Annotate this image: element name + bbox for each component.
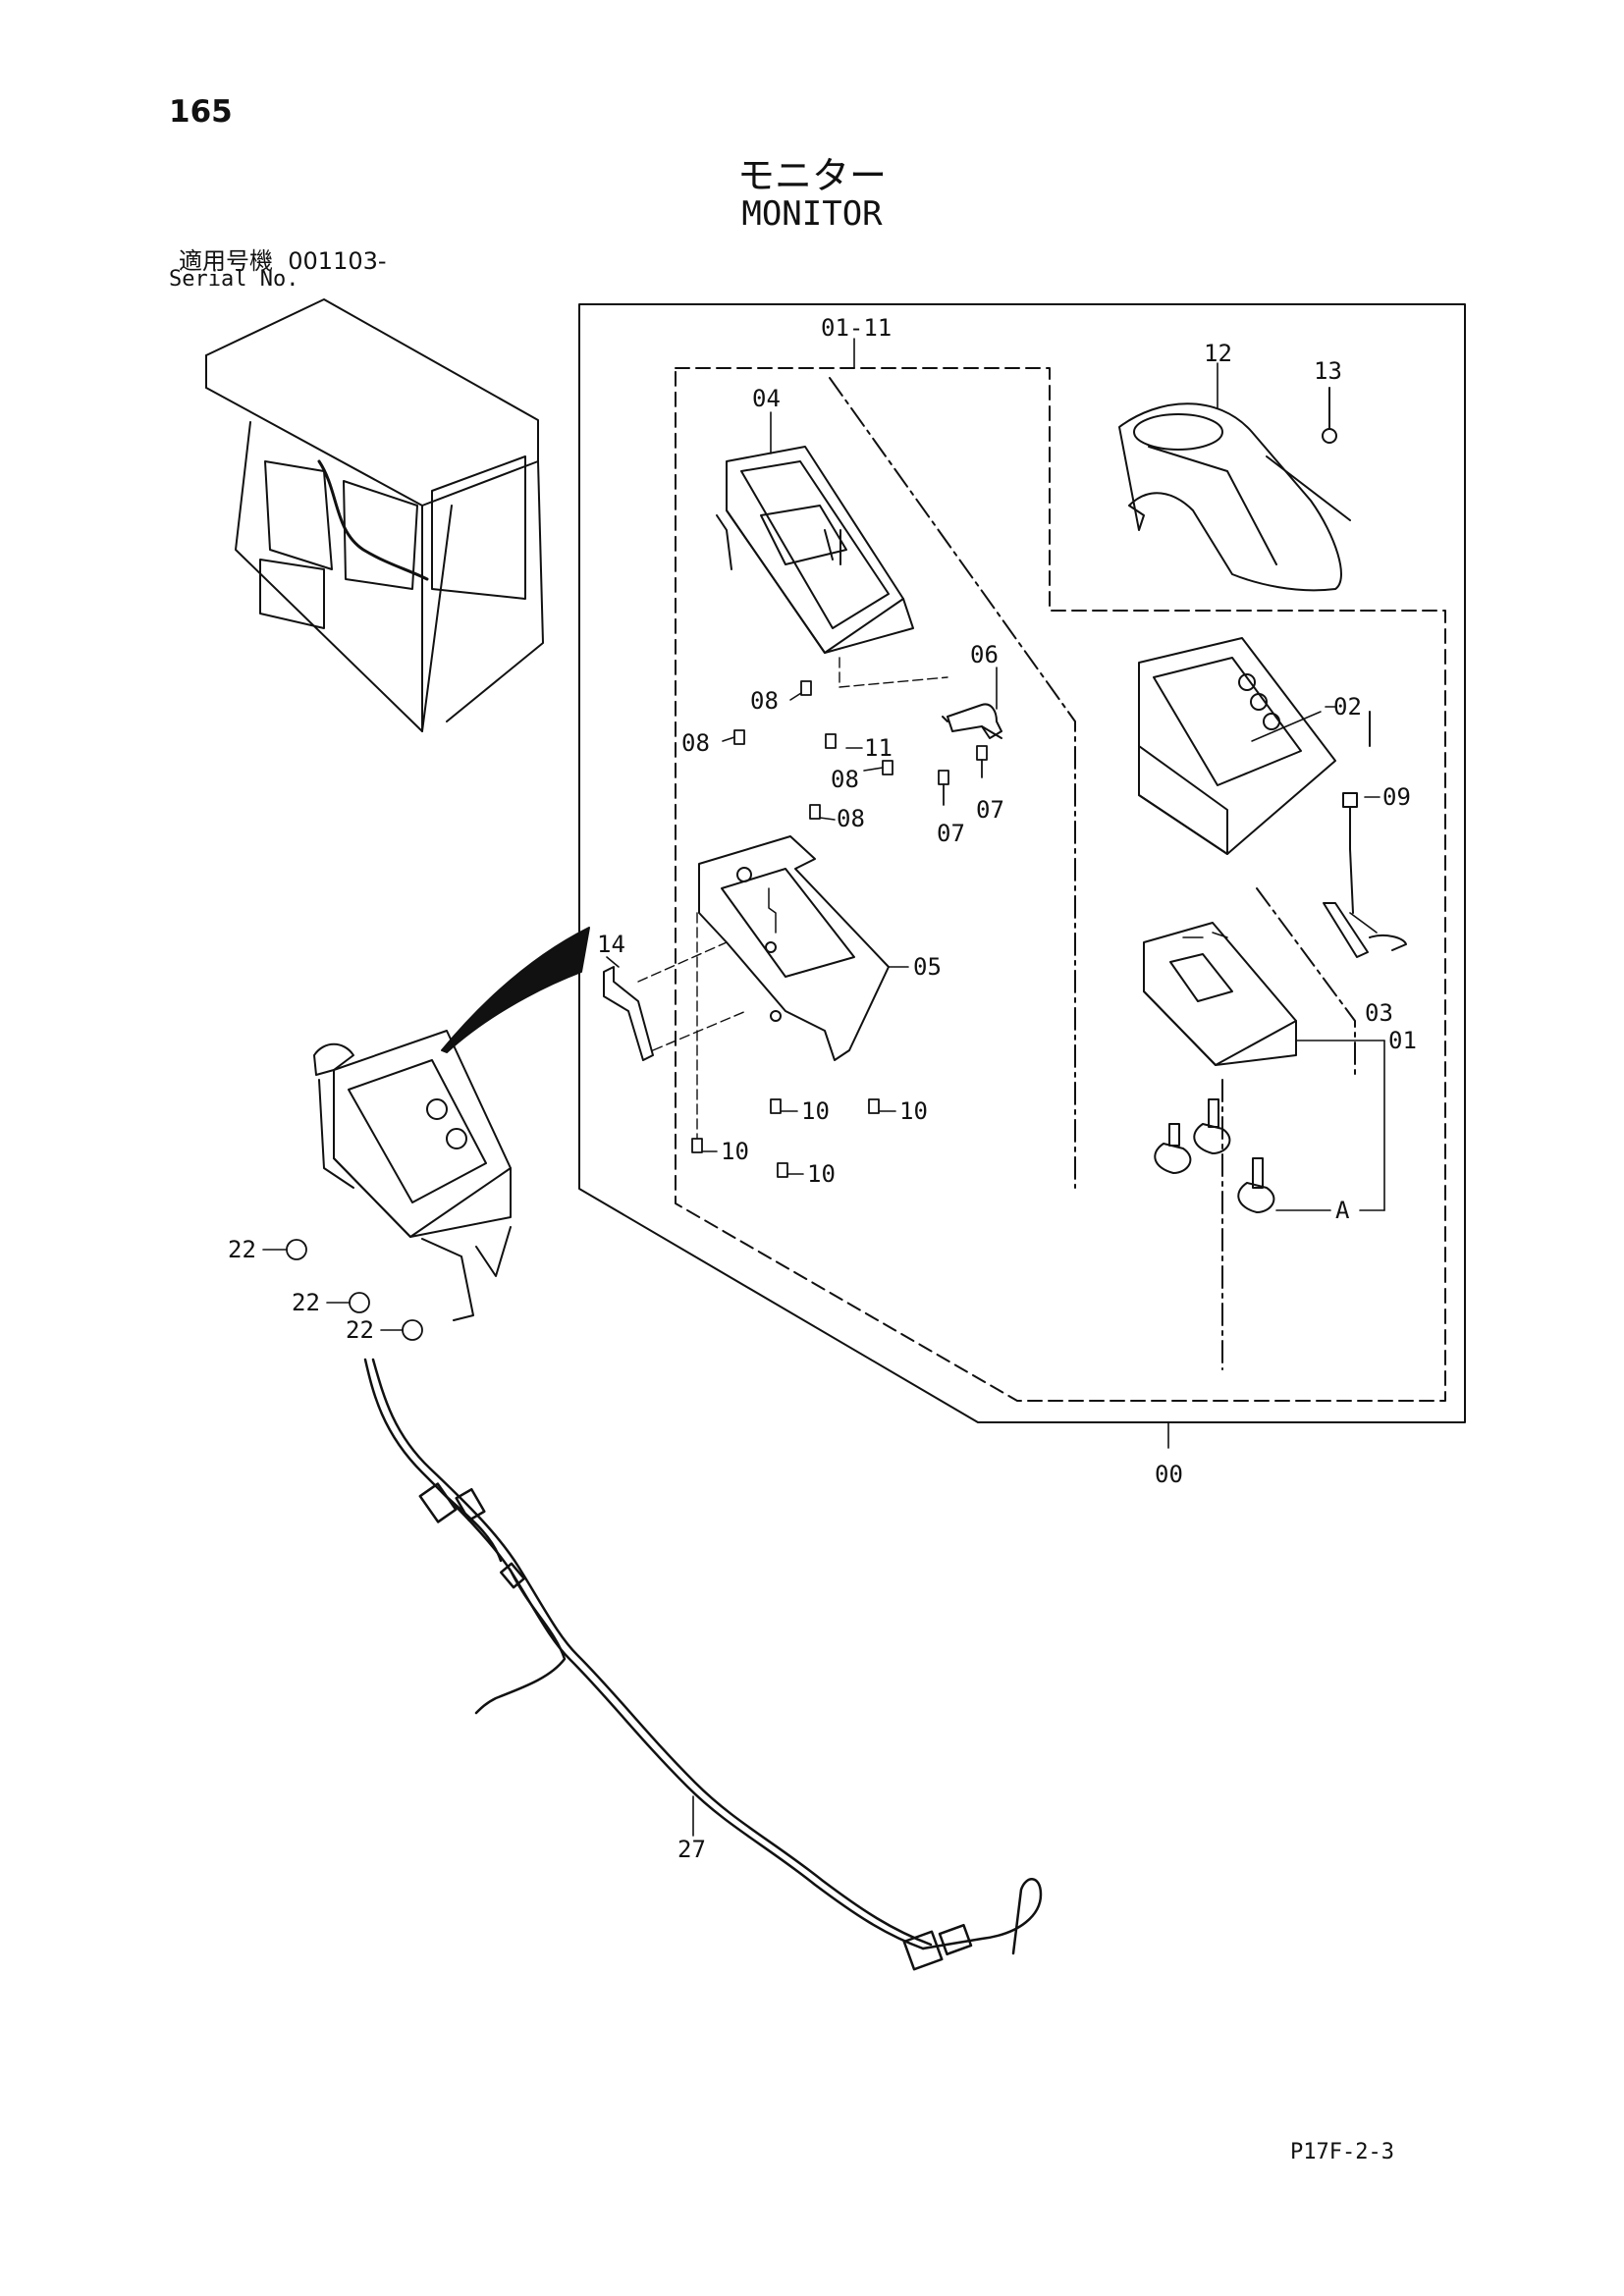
- screws: [691, 680, 988, 1178]
- wire-harness-27: [363, 1358, 1043, 1971]
- callout-10-d: 10: [807, 1160, 836, 1188]
- title-english: MONITOR: [741, 194, 883, 234]
- callout-08-b: 08: [681, 729, 710, 757]
- serial-applicability: 適用号機 001103-: [179, 241, 387, 276]
- serial-label-english: Serial No.: [169, 267, 299, 292]
- leader-lines: [262, 338, 1385, 1837]
- callout-04: 04: [752, 385, 781, 412]
- callout-13: 13: [1314, 357, 1342, 385]
- serial-number-value: 001103-: [288, 247, 387, 275]
- callout-06: 06: [970, 641, 999, 668]
- callout-22-a: 22: [228, 1236, 256, 1263]
- callout-02: 02: [1333, 693, 1362, 721]
- guide-lines: [637, 657, 948, 1140]
- callout-10-a: 10: [801, 1097, 830, 1125]
- callout-05: 05: [913, 953, 942, 981]
- part-04-housing: [716, 446, 914, 654]
- callout-11: 11: [864, 734, 893, 762]
- assembled-monitor-view: [313, 1030, 512, 1321]
- part-13-screw: [1322, 387, 1337, 444]
- callout-A: A: [1335, 1197, 1350, 1224]
- callout-09: 09: [1382, 783, 1411, 811]
- callout-07-b: 07: [976, 796, 1004, 824]
- callout-labels: 01-11 04 12 13 06 08 08 11 08 08 07 07 0…: [228, 314, 1417, 1863]
- callout-07-a: 07: [937, 820, 965, 847]
- cab-illustration: [205, 298, 544, 732]
- callout-01-11: 01-11: [821, 314, 892, 342]
- dash-dot-divider-left: [829, 377, 1076, 1189]
- assembly-frame-00: [578, 303, 1466, 1423]
- callout-08-a: 08: [750, 687, 779, 715]
- callout-03: 03: [1365, 999, 1393, 1027]
- part-12-cover: [1118, 402, 1351, 592]
- part-05-bracket: [698, 835, 890, 1061]
- document-code: P17F-2-3: [1290, 2140, 1394, 2164]
- callout-10-c: 10: [721, 1138, 749, 1165]
- dash-dot-divider-right: [1256, 887, 1356, 1076]
- subassembly-frame-01-11: [675, 367, 1446, 1402]
- part-14-bracket: [603, 966, 654, 1061]
- callout-08-c: 08: [831, 766, 859, 793]
- part-09-bolt: [1342, 792, 1358, 914]
- callout-01: 01: [1388, 1027, 1417, 1054]
- callout-14: 14: [597, 931, 625, 958]
- callout-12: 12: [1204, 340, 1232, 367]
- part-03-bracket: [1323, 902, 1407, 958]
- serial-label-japanese: 適用号機: [179, 247, 273, 275]
- callout-27: 27: [677, 1836, 706, 1863]
- part-01-monitor-unit: [1143, 922, 1297, 1066]
- callout-10-b: 10: [899, 1097, 928, 1125]
- part-06-clamp: [942, 703, 1002, 739]
- title-japanese: モニター: [736, 154, 887, 197]
- callout-22-b: 22: [292, 1289, 320, 1316]
- callout-08-d: 08: [837, 805, 865, 832]
- view-leader-wedge: [441, 927, 590, 1053]
- page-number: 165: [169, 94, 233, 130]
- callout-22-c: 22: [346, 1316, 374, 1344]
- knobs: [1154, 1098, 1275, 1213]
- part-02-monitor-cover: [1138, 637, 1371, 855]
- callout-00: 00: [1155, 1461, 1183, 1488]
